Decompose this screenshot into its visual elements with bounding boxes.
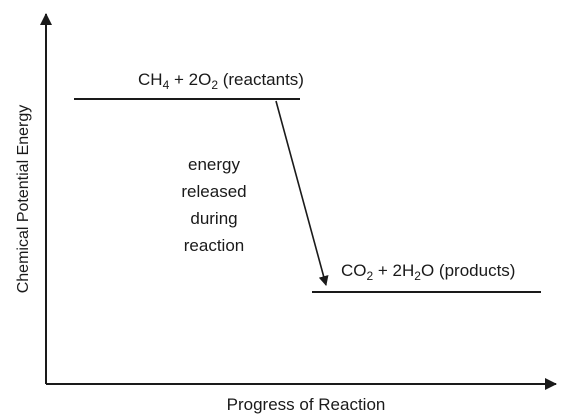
products-label: CO2 + 2H2O (products) [341,261,515,283]
formula-text: CH [138,70,163,89]
formula-subscript: 2 [211,78,218,92]
reactants-label: CH4 + 2O2 (reactants) [138,70,304,92]
formula-text: CO [341,261,367,280]
formula-text: + 2O [169,70,211,89]
formula-text: + 2H [373,261,414,280]
annotation-line: during [190,209,237,228]
formula-subscript: 4 [163,78,170,92]
annotation-line: reaction [184,236,244,255]
annotation-line: energy [188,155,240,174]
annotation-line: released [181,182,246,201]
y-axis-label: Chemical Potential Energy [15,105,32,294]
x-axis-label: Progress of Reaction [227,395,386,414]
formula-subscript: 2 [414,269,421,283]
energy-release-arrow [275,100,329,286]
formula-text: (reactants) [218,70,304,89]
formula-subscript: 2 [367,269,374,283]
formula-text: O (products) [421,261,515,280]
